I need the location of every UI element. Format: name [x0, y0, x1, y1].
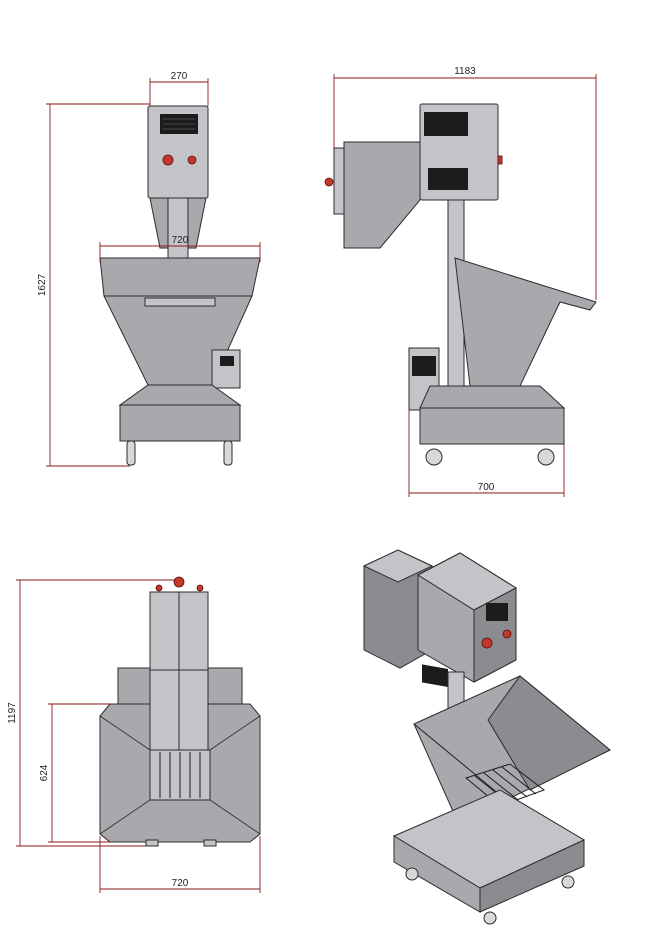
- side-base: [419, 407, 565, 445]
- iso-wheel-1: [405, 867, 419, 881]
- front-side-panel: [211, 349, 241, 389]
- iso-wheel-3: [561, 875, 575, 889]
- top-grid: [159, 752, 201, 798]
- front-wheel-left: [126, 440, 136, 466]
- front-base: [119, 404, 241, 442]
- front-dim-hopper-width: 720: [99, 235, 261, 262]
- side-base-top: [419, 385, 566, 409]
- iso-wheel-2: [483, 911, 497, 925]
- front-handle-bar: [144, 297, 216, 307]
- side-wheel-right: [537, 448, 555, 466]
- side-vent-top: [424, 112, 468, 136]
- front-hopper-width-label: 720: [172, 235, 189, 246]
- side-hopper: [454, 257, 597, 387]
- top-dim-width: 720: [99, 836, 261, 893]
- top-width-label: 720: [172, 878, 189, 889]
- front-vent-grille: [160, 114, 198, 134]
- side-red-knob: [324, 177, 334, 187]
- side-wheel-left: [425, 448, 443, 466]
- front-top-width-label: 270: [171, 71, 188, 82]
- top-hopper-length-label: 624: [39, 764, 50, 781]
- top-total-length-label: 1197: [7, 702, 18, 724]
- front-dim-top-width: 270: [149, 71, 209, 106]
- front-emergency-stop: [162, 154, 174, 166]
- side-view: 1183 700: [324, 66, 597, 497]
- side-total-width-label: 1183: [454, 66, 476, 77]
- front-dim-height: 1627: [37, 103, 150, 467]
- front-start-button: [187, 155, 197, 165]
- isometric-view: [362, 549, 611, 925]
- side-dim-total-width: 1183: [333, 66, 597, 300]
- side-motor-cap: [333, 147, 345, 215]
- top-view: 1197 624 720: [7, 576, 261, 893]
- side-button: [497, 155, 503, 165]
- side-base-width-label: 700: [478, 482, 495, 493]
- iso-start-button: [502, 629, 512, 639]
- top-red-button: [173, 576, 185, 588]
- top-dim-total-length: 1197: [7, 579, 176, 847]
- front-view: 270 720 1627: [37, 71, 261, 467]
- side-vent-bottom: [428, 168, 468, 190]
- iso-base: [479, 839, 585, 913]
- side-motor-housing: [343, 141, 421, 249]
- front-height-label: 1627: [37, 273, 48, 296]
- front-hopper-rim: [99, 257, 261, 297]
- iso-emergency-stop: [481, 637, 493, 649]
- top-dim-hopper-length: 624: [39, 703, 110, 843]
- front-wheel-right: [223, 440, 233, 466]
- side-dim-base-width: 700: [408, 410, 565, 497]
- iso-vent: [486, 603, 508, 621]
